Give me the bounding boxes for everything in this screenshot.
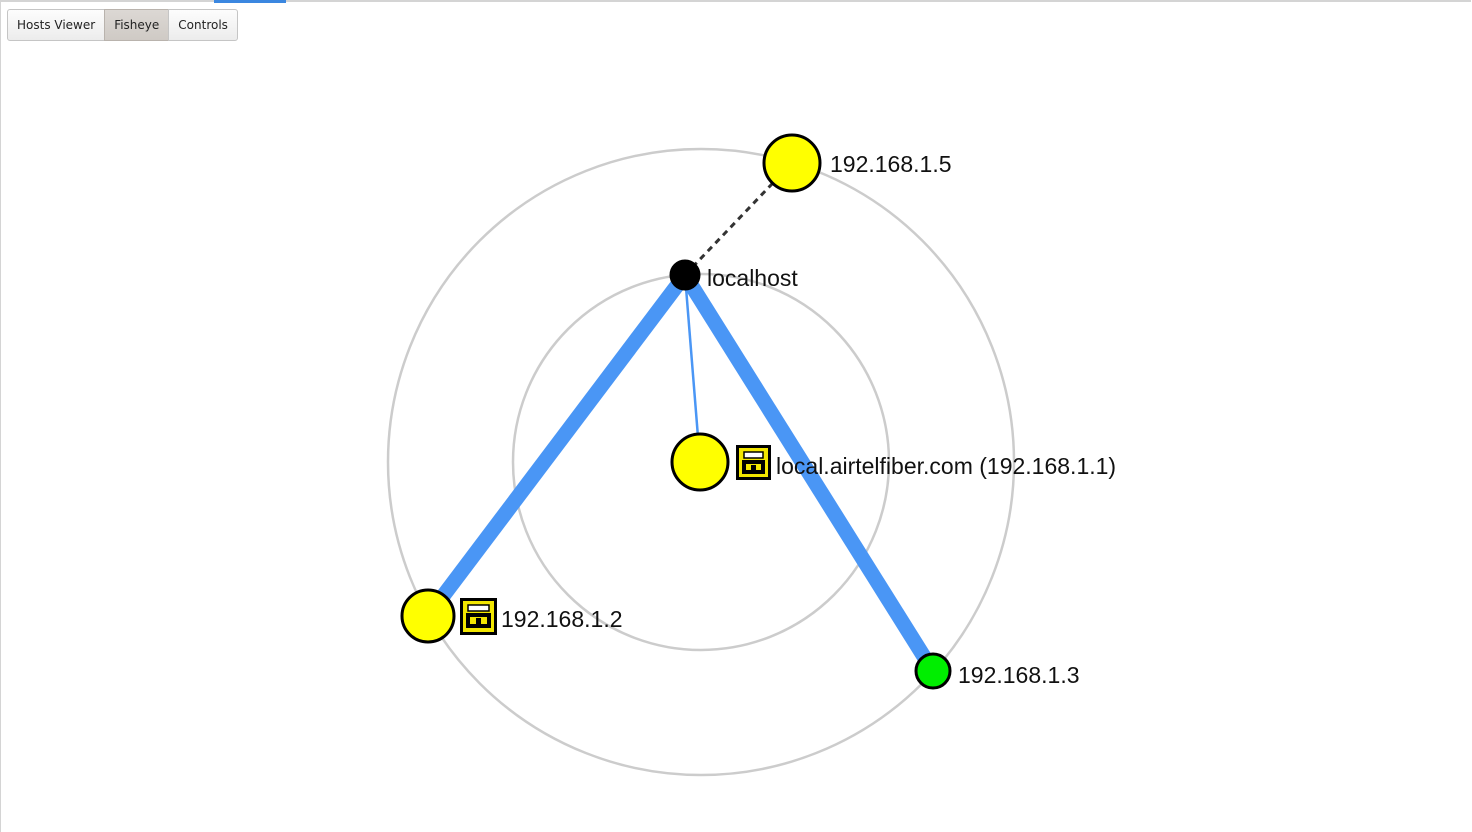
node-label: localhost: [707, 265, 798, 291]
localhost-node-circle[interactable]: [669, 259, 701, 291]
host-node-circle[interactable]: [762, 133, 822, 193]
edge-localhost-local-airtelfiber: [683, 274, 702, 463]
node-192-168-1-2[interactable]: 192.168.1.2: [400, 588, 623, 644]
view-tabs: Hosts Viewer Fisheye Controls: [7, 9, 238, 41]
node-localhost[interactable]: localhost: [669, 259, 798, 291]
host-node-circle[interactable]: [400, 588, 456, 644]
tab-hosts-viewer[interactable]: Hosts Viewer: [7, 9, 106, 41]
node-192-168-1-5[interactable]: 192.168.1.5: [762, 133, 952, 193]
node-192-168-1-3[interactable]: 192.168.1.3: [914, 652, 1080, 690]
edge-localhost-192-168-1-2: [422, 270, 691, 621]
lock-icon: [736, 445, 771, 480]
node-label: local.airtelfiber.com (192.168.1.1): [776, 453, 1116, 479]
node-local-airtelfiber[interactable]: local.airtelfiber.com (192.168.1.1): [670, 432, 1116, 492]
node-label: 192.168.1.5: [830, 151, 952, 177]
top-accent-bar: [214, 0, 286, 3]
node-label: 192.168.1.2: [501, 606, 623, 632]
host-node-circle[interactable]: [914, 652, 952, 690]
tab-controls[interactable]: Controls: [168, 9, 238, 41]
lock-icon: [460, 598, 497, 635]
outer-ring: [386, 147, 1016, 777]
edge-localhost-192-168-1-3: [678, 271, 940, 675]
host-node-circle[interactable]: [670, 432, 730, 492]
inner-ring: [511, 272, 891, 652]
tab-fisheye[interactable]: Fisheye: [104, 9, 170, 41]
node-label: 192.168.1.3: [958, 662, 1080, 688]
edge-localhost-192-168-1-5: [683, 161, 794, 277]
